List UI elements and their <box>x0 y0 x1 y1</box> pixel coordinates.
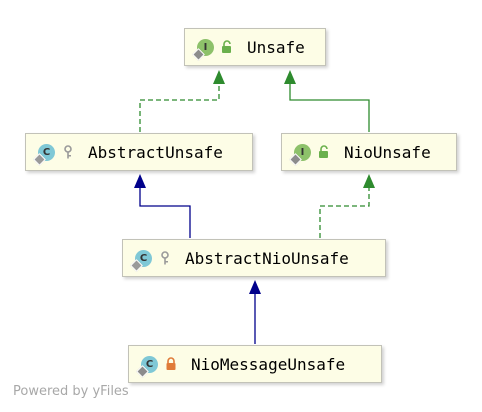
key-icon <box>161 251 169 265</box>
key-icon <box>64 145 72 159</box>
edge-abstractniounsafe-to-niounsafe <box>319 188 370 238</box>
node-label: AbstractUnsafe <box>88 142 223 162</box>
interface-icon: I <box>289 143 311 166</box>
interface-icon: I <box>192 38 214 61</box>
lock-icon <box>166 357 176 370</box>
edge-abstractniounsafe-to-abstractunsafe <box>139 188 191 238</box>
node-label: NioUnsafe <box>344 142 431 162</box>
class-icon: C <box>136 355 158 378</box>
edge-abstractunsafe-to-unsafe <box>139 84 220 132</box>
arrowhead-unsafe-right <box>284 70 296 84</box>
arrowhead-niounsafe <box>363 174 375 188</box>
powered-by-text: Powered by yFiles <box>13 384 129 399</box>
node-niounsafe[interactable]: I NioUnsafe <box>281 133 457 171</box>
node-label: AbstractNioUnsafe <box>185 248 349 268</box>
open-lock-icon <box>319 145 328 158</box>
node-unsafe[interactable]: I Unsafe <box>184 28 326 66</box>
node-niomessageunsafe[interactable]: C NioMessageUnsafe <box>128 345 382 383</box>
arrowhead-abstractniounsafe <box>249 280 261 294</box>
abstract-class-icon: C <box>130 249 152 272</box>
edge-niounsafe-to-unsafe <box>289 84 370 132</box>
node-label: Unsafe <box>247 37 305 57</box>
open-lock-icon <box>222 40 231 53</box>
arrowhead-unsafe-left <box>213 70 225 84</box>
abstract-class-icon: C <box>33 143 55 166</box>
node-abstractunsafe[interactable]: C AbstractUnsafe <box>25 133 253 171</box>
arrowhead-abstractunsafe <box>134 174 146 188</box>
node-label: NioMessageUnsafe <box>191 354 346 374</box>
node-abstractniounsafe[interactable]: C AbstractNioUnsafe <box>122 239 386 277</box>
